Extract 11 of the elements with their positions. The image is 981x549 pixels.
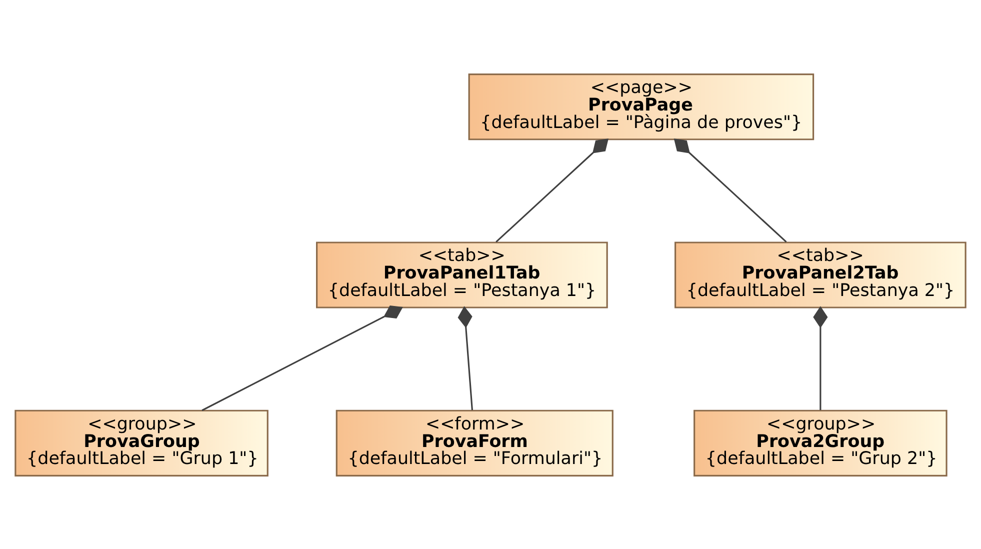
connector	[202, 304, 403, 411]
node-box: <<form>> ProvaForm {defaultLabel = "Formulari"}	[336, 409, 614, 476]
node-box: <<tab>> ProvaPanel2Tab {defaultLabel = "Pestanya 2"}	[674, 241, 966, 308]
node-box: <<group>> ProvaGroup {defaultLabel = "Grup 1"}	[14, 409, 268, 476]
node-box: <<tab>> ProvaPanel1Tab {defaultLabel = "Pestanya 1"}	[316, 241, 608, 308]
connector	[458, 306, 473, 410]
connector	[496, 138, 609, 242]
connector	[674, 138, 787, 242]
node-box: <<group>> Prova2Group {defaultLabel = "Grup 2"}	[694, 409, 948, 476]
connector	[813, 306, 828, 410]
node-box: <<page>> ProvaPage {defaultLabel = "Pàgina de proves"}	[468, 73, 814, 140]
